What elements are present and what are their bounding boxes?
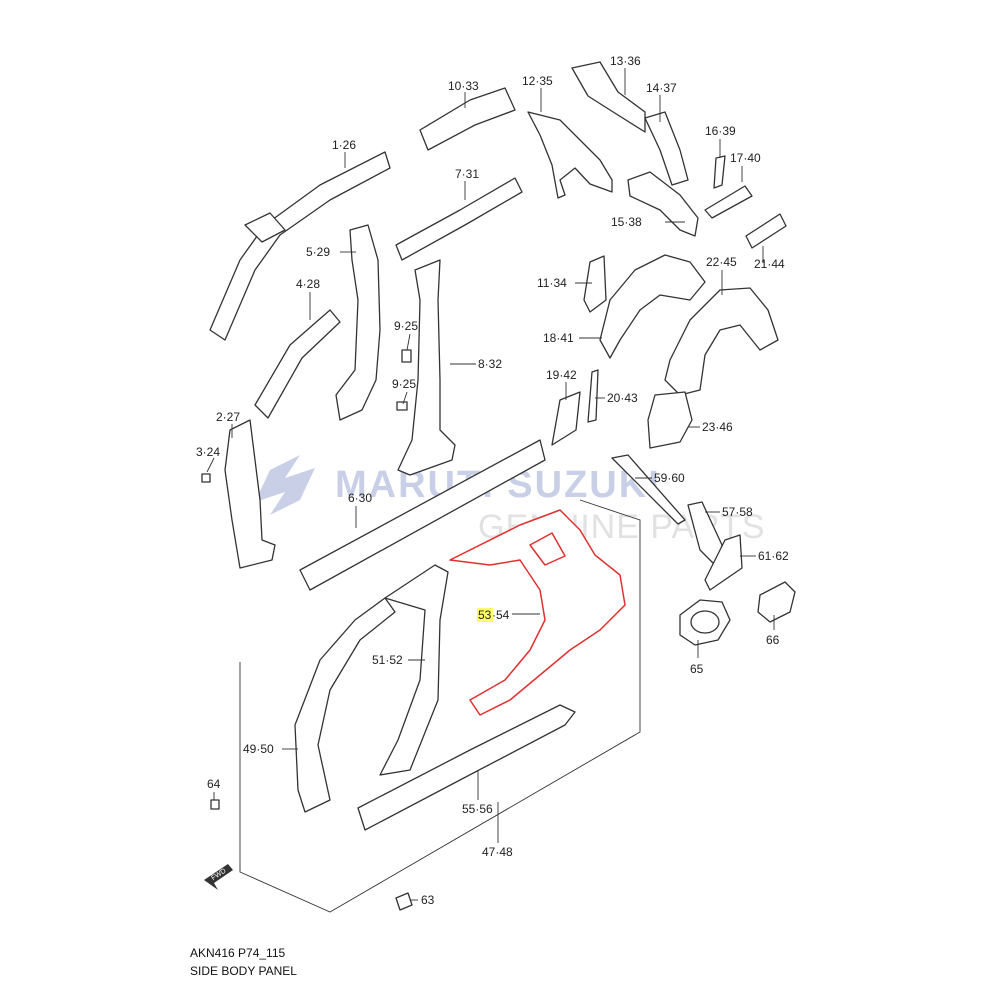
part-19-42[interactable] [551, 391, 581, 446]
label-51-52[interactable]: 51·52 [372, 653, 403, 667]
label-12-35[interactable]: 12·35 [522, 74, 553, 88]
part-1-26-bracket[interactable] [244, 212, 286, 243]
label-55-56[interactable]: 55·56 [462, 802, 493, 816]
label-9-25-upper[interactable]: 9·25 [394, 319, 418, 333]
part-10-33[interactable] [419, 87, 516, 151]
label-11-34[interactable]: 11·34 [537, 276, 567, 290]
part-21-44[interactable] [745, 213, 787, 249]
part-11-34[interactable] [583, 255, 607, 313]
label-6-30[interactable]: 6·30 [348, 491, 372, 505]
fwd-arrow-icon: FWD [204, 864, 233, 890]
label-17-40[interactable]: 17·40 [730, 151, 761, 165]
label-63[interactable]: 63 [421, 893, 435, 907]
part-18-41[interactable] [599, 254, 706, 359]
part-9-25-lower[interactable] [396, 401, 408, 411]
part-59-60[interactable] [611, 454, 686, 525]
part-15-38[interactable] [627, 171, 699, 237]
label-10-33[interactable]: 10·33 [448, 79, 479, 93]
label-57-58[interactable]: 57·58 [722, 505, 753, 519]
label-18-41[interactable]: 18·41 [543, 331, 574, 345]
label-15-38[interactable]: 15·38 [611, 215, 642, 229]
part-4-28[interactable] [254, 309, 341, 419]
label-23-46[interactable]: 23·46 [702, 420, 733, 434]
label-2-27[interactable]: 2·27 [216, 410, 240, 424]
part-66[interactable] [757, 581, 796, 623]
label-4-28[interactable]: 4·28 [296, 277, 320, 291]
part-49-50[interactable] [294, 597, 396, 813]
label-53[interactable]: 53 [478, 608, 492, 622]
part-61-62[interactable] [704, 534, 743, 591]
part-23-46[interactable] [647, 391, 693, 449]
label-13-36[interactable]: 13·36 [610, 54, 641, 68]
label-61-62[interactable]: 61·62 [758, 549, 789, 563]
part-9-25-upper[interactable] [401, 349, 412, 363]
label-16-39[interactable]: 16·39 [705, 124, 736, 138]
diagram-footer: AKN416 P74_115 SIDE BODY PANEL [190, 944, 297, 980]
label-8-32[interactable]: 8·32 [478, 357, 502, 371]
label-20-43[interactable]: 20·43 [607, 391, 638, 405]
label-54[interactable]: ·54 [492, 608, 510, 622]
part-55-56[interactable] [357, 704, 576, 831]
label-59-60[interactable]: 59·60 [654, 471, 685, 485]
part-20-43[interactable] [587, 369, 599, 423]
part-53-54-window [529, 532, 566, 566]
label-22-45[interactable]: 22·45 [706, 255, 737, 269]
highlight-53 [477, 608, 493, 622]
part-65[interactable] [679, 599, 731, 646]
part-13-36[interactable] [571, 61, 646, 133]
label-21-44[interactable]: 21·44 [754, 257, 785, 271]
label-65[interactable]: 65 [690, 662, 704, 676]
label-49-50[interactable]: 49·50 [243, 742, 274, 756]
diagram-title: SIDE BODY PANEL [190, 964, 297, 978]
label-1-26[interactable]: 1·26 [332, 138, 356, 152]
label-9-25-lower[interactable]: 9·25 [392, 377, 416, 391]
leader-lines [206, 68, 775, 901]
label-19-42[interactable]: 19·42 [546, 368, 577, 382]
part-8-32[interactable] [397, 259, 456, 476]
part-5-29[interactable] [335, 224, 381, 421]
label-14-37[interactable]: 14·37 [646, 81, 677, 95]
part-14-37[interactable] [644, 111, 689, 186]
panel-group-outline [239, 499, 641, 913]
label-47-48[interactable]: 47·48 [482, 845, 513, 859]
label-66[interactable]: 66 [766, 633, 780, 647]
part-16-39[interactable] [713, 155, 726, 189]
suzuki-logo-icon [255, 455, 315, 515]
part-3-24[interactable] [201, 473, 211, 483]
label-7-31[interactable]: 7·31 [455, 167, 479, 181]
part-22-45[interactable] [664, 287, 779, 396]
part-labels: 1·26 10·33 12·35 13·36 14·37 16·39 17·40… [196, 54, 789, 907]
label-3-24[interactable]: 3·24 [196, 445, 220, 459]
part-7-31[interactable] [395, 177, 523, 261]
label-5-29[interactable]: 5·29 [306, 245, 330, 259]
part-51-52[interactable] [379, 564, 449, 776]
part-2-27[interactable] [224, 419, 276, 569]
part-64[interactable] [210, 799, 220, 810]
part-63[interactable] [395, 892, 413, 911]
part-17-40[interactable] [704, 185, 753, 219]
diagram-code: AKN416 P74_115 [190, 946, 286, 960]
part-12-35[interactable] [527, 111, 613, 199]
fwd-text: FWD [210, 868, 227, 883]
part-6-30[interactable] [299, 439, 546, 591]
part-53-54[interactable] [449, 509, 626, 716]
label-64[interactable]: 64 [207, 777, 221, 791]
